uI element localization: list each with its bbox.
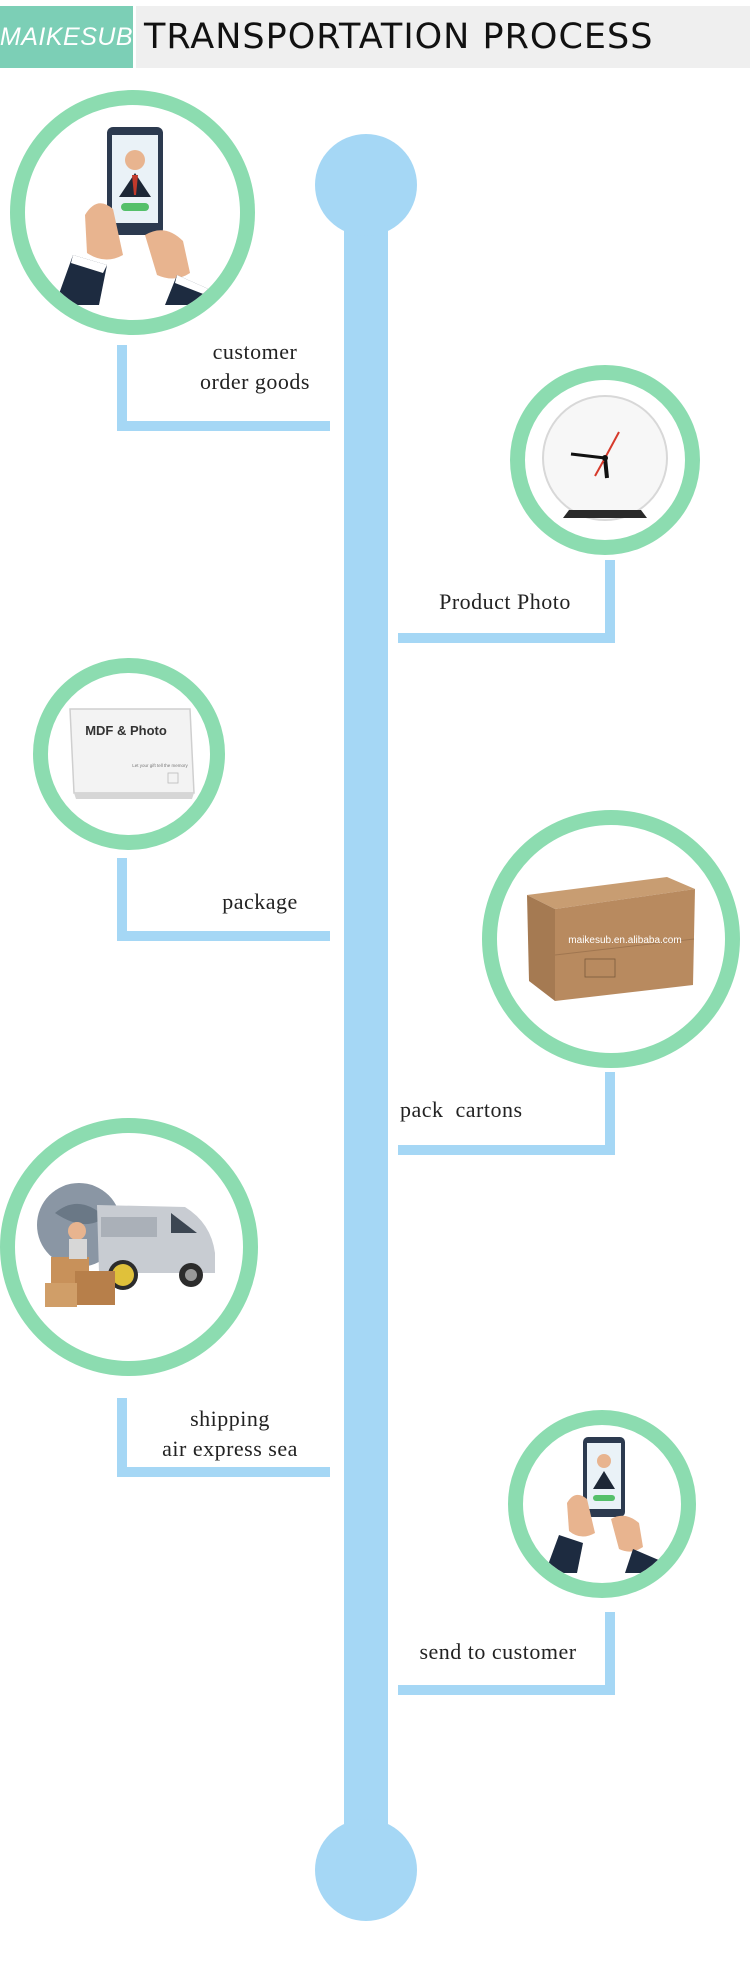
timeline-bottom-cap [315,1819,417,1921]
carton-text: maikesub.en.alibaba.com [568,935,681,946]
brand-name: MAIKESUB [0,22,134,51]
step-3-circle: MDF & Photo Let your gift tell the memor… [33,658,225,850]
connector-step-5 [117,1398,330,1477]
step-2-label: Product Photo [405,587,605,617]
step-6-circle [508,1410,696,1598]
step-2-line-1: Product Photo [439,589,571,614]
step-3-label: package [190,887,330,917]
page-title: TRANSPORTATION PROCESS [144,17,654,57]
step-5-line-1: shipping [190,1406,270,1431]
step-2-circle [510,365,700,555]
step-5-line-2: air express sea [162,1436,298,1461]
box-sub: Let your gift tell the memory [132,763,188,768]
connector-step-1 [117,345,330,431]
shipping-truck-icon [37,1183,215,1307]
timeline-bar [344,185,388,1870]
step-6-line-1: send to customer [419,1639,577,1664]
step-5-label: shipping air express sea [145,1404,315,1464]
box-package-icon: MDF & Photo Let your gift tell the memor… [69,708,195,799]
step-4-label: pack cartons [400,1095,560,1125]
connector-step-6 [398,1612,615,1695]
timeline-top-cap [315,134,417,236]
step-1-circle [10,90,255,335]
step-5-circle [0,1118,258,1376]
step-3-line-1: package [222,889,298,914]
connector-step-2 [398,560,615,643]
connector-step-4 [398,1072,615,1155]
phone-order-icon [55,127,215,305]
carton-icon: maikesub.en.alibaba.com [527,877,695,1001]
brand-logo: MAIKESUB [0,6,133,68]
step-4-line-1: pack cartons [400,1097,523,1122]
step-6-label: send to customer [398,1637,598,1667]
header: MAIKESUB TRANSPORTATION PROCESS [0,0,750,68]
clock-photo-icon [542,395,668,521]
box-title: MDF & Photo [85,723,167,738]
phone-receive-icon [545,1437,663,1573]
step-1-line-1: customer [212,339,298,364]
step-1-line-2: order goods [200,369,310,394]
step-1-label: customer order goods [180,337,330,397]
title-bar: TRANSPORTATION PROCESS [136,6,750,68]
connector-step-3 [117,858,330,941]
step-4-circle: maikesub.en.alibaba.com [482,810,740,1068]
